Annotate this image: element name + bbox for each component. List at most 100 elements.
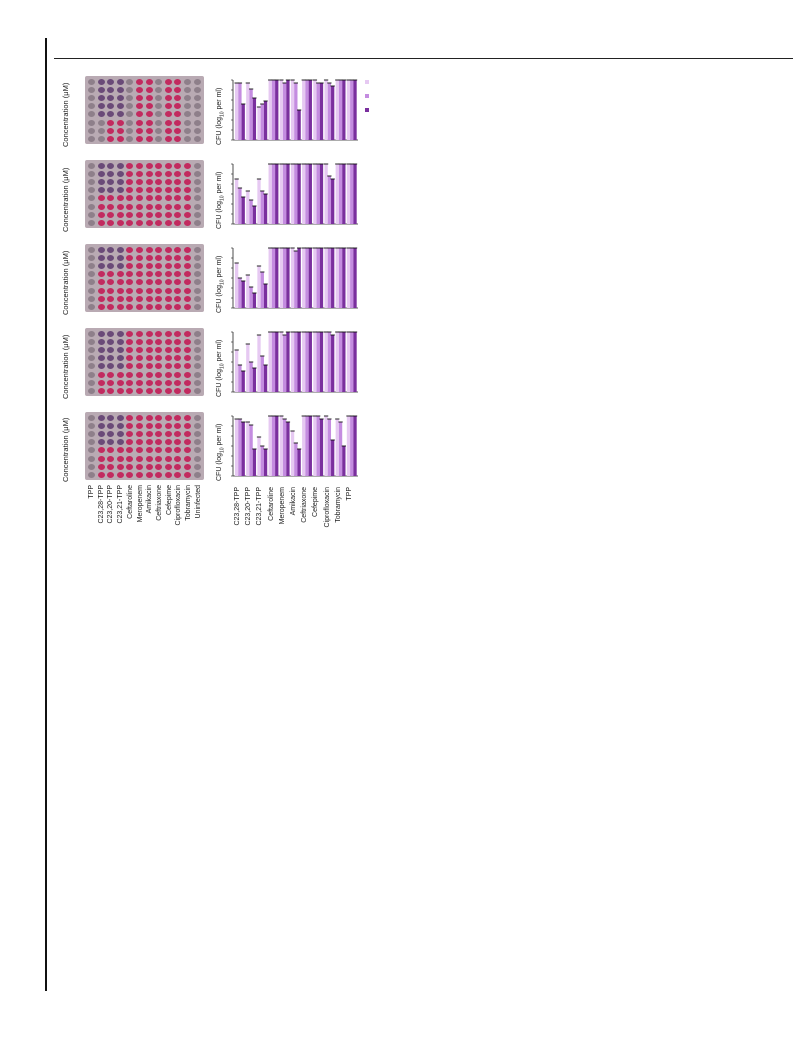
plate-well [184, 463, 191, 470]
plate-well [174, 339, 182, 346]
bar [338, 422, 343, 476]
plate-well [155, 363, 163, 370]
bar [290, 431, 295, 476]
plate-well [88, 111, 95, 118]
plate-well [164, 203, 172, 210]
plate-column-label: C23,20-TPP [107, 485, 115, 524]
legend-swatch-light [365, 80, 369, 84]
bar [249, 200, 253, 224]
plate-well [164, 415, 172, 421]
plate-well [126, 463, 134, 470]
bar [316, 332, 320, 392]
bar [286, 422, 290, 476]
bar [283, 419, 287, 476]
plate-1 [85, 76, 204, 144]
plate-well [107, 179, 115, 186]
plate-well [164, 163, 172, 169]
plate-well [145, 179, 153, 186]
bar [263, 101, 268, 140]
plate-well [164, 87, 172, 94]
plate-well [126, 263, 134, 270]
plate-well [88, 127, 95, 134]
plate-column-label: Cefepime [165, 485, 173, 515]
bar [246, 422, 250, 476]
plate-5 [85, 412, 204, 480]
plate-well [174, 247, 182, 253]
plate-well [116, 163, 124, 169]
plate-well [193, 303, 201, 310]
plate-well [126, 431, 134, 438]
plate-well [88, 387, 95, 394]
plate-well [184, 447, 191, 454]
plate-well [126, 127, 134, 134]
bar [335, 164, 339, 224]
plate-well [164, 211, 172, 218]
plate-well [88, 187, 95, 194]
plate-well [193, 179, 201, 186]
plate-well [88, 371, 95, 378]
plate-well [136, 119, 143, 126]
bar [313, 80, 317, 140]
plate-well [155, 247, 163, 253]
plate-well [116, 255, 124, 262]
plate-well [164, 195, 172, 202]
bar [260, 446, 264, 476]
plate-well [193, 339, 201, 346]
bar [335, 419, 339, 476]
bar [268, 80, 272, 140]
plate-well [145, 423, 153, 430]
plate-well [164, 447, 172, 454]
plate-well [116, 331, 124, 337]
plate-well [126, 447, 134, 454]
plate-well [193, 471, 201, 478]
plate-well [164, 219, 172, 226]
plate-well [136, 247, 143, 253]
plate-well [184, 279, 191, 286]
plate-column-label: TPP [88, 485, 95, 499]
plate-well [116, 103, 124, 110]
bar [294, 443, 298, 476]
plate-well [155, 255, 163, 262]
chart3-ylabel: CFU (log10 per ml) [216, 255, 226, 313]
plate-well [88, 423, 95, 430]
plate-column-label: Amikacin [146, 485, 154, 514]
plate-well [88, 247, 95, 253]
plate-column-label: Ciprofloxacin [175, 485, 183, 526]
bar [283, 83, 287, 140]
plate-well [145, 247, 153, 253]
plate-well [155, 195, 163, 202]
plate-well [164, 471, 172, 478]
bar [353, 248, 357, 308]
plate-column-label: Meropenem [136, 485, 144, 523]
plate-well [88, 471, 95, 478]
bar [279, 80, 284, 140]
bar [286, 248, 290, 308]
plate-well [155, 379, 163, 386]
plate-well [174, 355, 182, 362]
plate-well [107, 163, 115, 169]
plate-well [184, 355, 191, 362]
chart-category-label: C23,28-TPP [234, 487, 241, 526]
bar [305, 248, 309, 308]
plate-well [88, 303, 95, 310]
plate-well [116, 379, 124, 386]
plate-well [145, 303, 153, 310]
plate-well [136, 387, 143, 394]
bar [268, 164, 272, 224]
plate-well [155, 87, 163, 94]
plate-well [107, 287, 115, 294]
bar [297, 332, 301, 392]
plate-well [88, 87, 95, 94]
bar [252, 368, 257, 392]
bar [331, 86, 335, 140]
plate-well [155, 471, 163, 478]
bar [268, 416, 272, 476]
plate-well [97, 263, 105, 270]
plate-well [116, 211, 124, 218]
legend-swatch-dark [365, 108, 369, 112]
plate-well [136, 263, 143, 270]
plate-well [126, 287, 134, 294]
plate-well [116, 87, 124, 94]
chart-category-label: Tobramycin [334, 487, 342, 523]
bar [335, 80, 339, 140]
